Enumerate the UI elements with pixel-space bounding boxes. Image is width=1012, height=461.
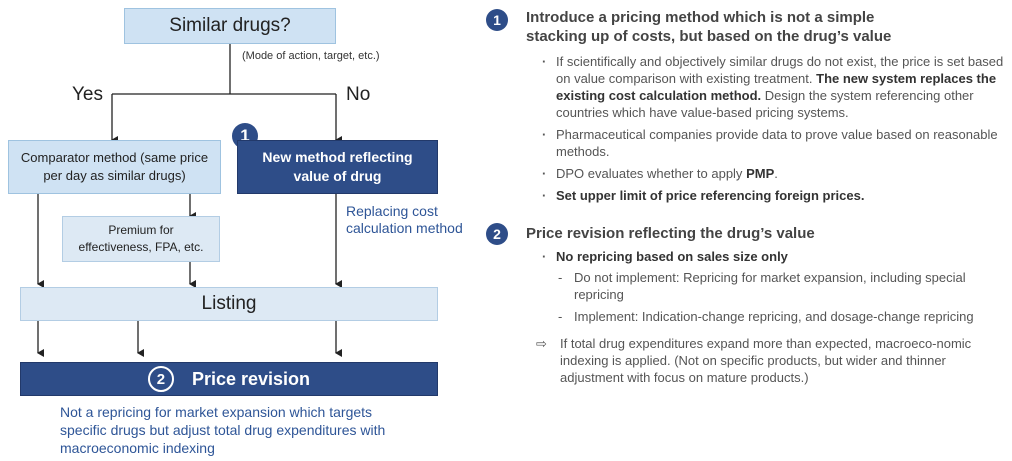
- similar-drugs-box: Similar drugs?: [124, 8, 336, 44]
- section-2-badge: 2: [486, 223, 508, 245]
- section-1-badge: 1: [486, 9, 508, 31]
- badge-1-number: 1: [240, 126, 250, 145]
- price-revision-label: Price revision: [191, 368, 311, 389]
- replacing-note: Replacing cost calculation method: [346, 203, 463, 236]
- new-method-box: New method reflecting value of drug: [237, 140, 438, 194]
- badge-2-number: 2: [156, 370, 166, 388]
- right-arrow-icon: ⇨: [536, 336, 547, 351]
- dash-item: Implement: Indication-change repricing, …: [556, 308, 1006, 325]
- section-2-heading: 2 Price revision reflecting the drug’s v…: [486, 223, 1006, 245]
- bullet-text: If scientifically and objectively simila…: [556, 54, 1004, 86]
- bullet-text: Design the system referencing other coun…: [556, 88, 974, 120]
- badge-2: 2: [147, 366, 174, 392]
- premium-label: Premium for effectiveness, FPA, etc.: [78, 223, 204, 254]
- bullet-item: If scientifically and objectively simila…: [540, 53, 1006, 121]
- bullet-bold-text: Set upper limit of price referencing for…: [556, 188, 865, 203]
- bullet-bold-text: PMP: [746, 166, 775, 181]
- listing-box: Listing: [20, 287, 438, 321]
- section-1-heading: 1 Introduce a pricing method which is no…: [486, 8, 1006, 46]
- bullet-text: Pharmaceutical companies provide data to…: [556, 127, 998, 159]
- section-1-title-line2: stacking up of costs, but based on the d…: [526, 28, 892, 45]
- section-2-title: Price revision reflecting the drug’s val…: [526, 225, 815, 242]
- bottom-note: Not a repricing for market expansion whi…: [60, 404, 386, 456]
- listing-label: Listing: [201, 293, 257, 314]
- comparator-method-box: Comparator method (same price per day as…: [8, 140, 221, 194]
- price-revision-box: 2 Price revision: [20, 362, 438, 396]
- bullet-text: DPO evaluates whether to apply: [556, 166, 743, 181]
- flow-connectors: [37, 44, 342, 357]
- right-panel: 1 Introduce a pricing method which is no…: [486, 8, 1006, 386]
- similar-drugs-label: Similar drugs?: [169, 15, 291, 36]
- bullet-bold-text: No repricing based on sales size only: [556, 249, 788, 264]
- section-1-badge-number: 1: [493, 12, 501, 28]
- arrow-note: ⇨ If total drug expenditures expand more…: [486, 335, 1006, 386]
- section-1-title-line1: Introduce a pricing method which is not …: [526, 9, 875, 26]
- arrow-note-text: If total drug expenditures expand more t…: [560, 336, 972, 385]
- bullet-text: .: [774, 166, 778, 181]
- bullet-item: Pharmaceutical companies provide data to…: [540, 126, 1006, 160]
- bullet-item: No repricing based on sales size only: [540, 248, 1006, 265]
- yes-label: Yes: [72, 84, 103, 105]
- new-method-label: New method reflecting value of drug: [262, 149, 413, 184]
- premium-box: Premium for effectiveness, FPA, etc.: [62, 216, 220, 262]
- bullet-bold-text: The new system replaces the existing cos…: [556, 71, 997, 103]
- dash-item: Do not implement: Repricing for market e…: [556, 269, 1006, 303]
- bullet-item: Set upper limit of price referencing for…: [540, 187, 1006, 204]
- comparator-method-label: Comparator method (same price per day as…: [20, 150, 209, 183]
- no-label: No: [346, 84, 371, 105]
- mode-note: (Mode of action, target, etc.): [242, 50, 380, 62]
- section-2-badge-number: 2: [493, 226, 501, 242]
- bullet-item: DPO evaluates whether to apply PMP.: [540, 165, 1006, 182]
